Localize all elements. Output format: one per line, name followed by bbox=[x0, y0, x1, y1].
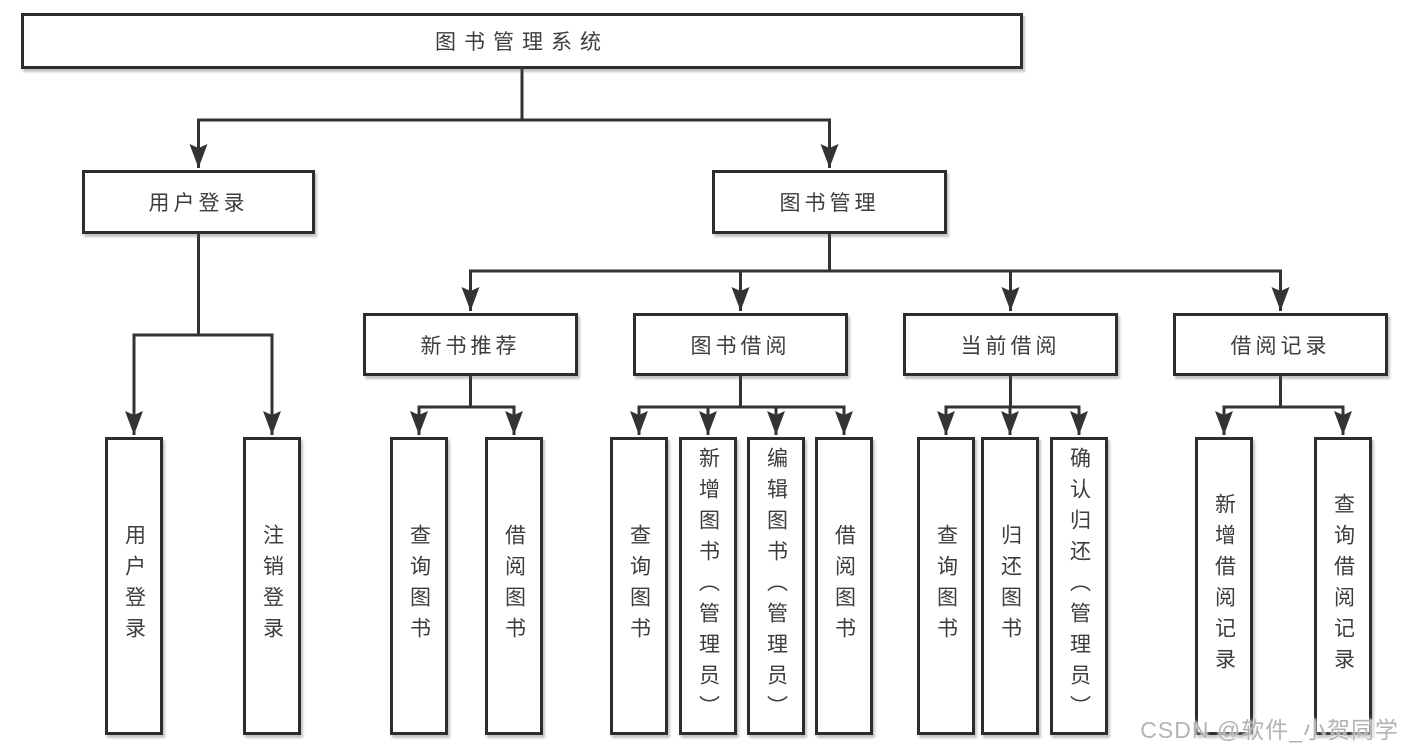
leaf-label: 借阅图书 bbox=[502, 524, 526, 648]
node-user-login: 用户登录 bbox=[82, 170, 315, 234]
node-label: 借阅记录 bbox=[1230, 334, 1331, 358]
leaf-query-borrow-record: 查询借阅记录 bbox=[1314, 437, 1372, 735]
leaf-label: 查询借阅记录 bbox=[1331, 493, 1355, 679]
node-book-management: 图书管理 bbox=[712, 170, 947, 234]
leaf-label: 查询图书 bbox=[407, 524, 431, 648]
node-label: 新书推荐 bbox=[420, 334, 521, 358]
leaf-return-books: 归还图书 bbox=[981, 437, 1039, 735]
leaf-query-books-current: 查询图书 bbox=[917, 437, 975, 735]
node-current-borrowing: 当前借阅 bbox=[903, 313, 1118, 376]
node-new-book-recommend: 新书推荐 bbox=[363, 313, 578, 376]
leaf-add-borrow-record: 新增借阅记录 bbox=[1195, 437, 1253, 735]
leaf-query-books-recommend: 查询图书 bbox=[390, 437, 448, 735]
node-label: 图书管理系统 bbox=[435, 31, 609, 54]
leaf-label: 编辑图书（管理员） bbox=[764, 446, 788, 726]
leaf-edit-book-admin: 编辑图书（管理员） bbox=[747, 437, 805, 735]
leaf-label: 注销登录 bbox=[260, 524, 284, 648]
node-label: 图书借阅 bbox=[690, 334, 791, 358]
csdn-watermark: CSDN @软件_小贺同学 bbox=[1140, 717, 1399, 743]
node-book-borrowing: 图书借阅 bbox=[633, 313, 848, 376]
leaf-label: 借阅图书 bbox=[832, 524, 856, 648]
leaf-logout: 注销登录 bbox=[243, 437, 301, 735]
leaf-add-book-admin: 新增图书（管理员） bbox=[679, 437, 737, 735]
leaf-label: 确认归还（管理员） bbox=[1067, 446, 1091, 726]
leaf-borrow-books-recommend: 借阅图书 bbox=[485, 437, 543, 735]
leaf-label: 归还图书 bbox=[998, 524, 1022, 648]
leaf-label: 查询图书 bbox=[627, 524, 651, 648]
leaf-label: 用户登录 bbox=[122, 524, 146, 648]
leaf-label: 查询图书 bbox=[934, 524, 958, 648]
node-label: 图书管理 bbox=[779, 192, 880, 215]
node-label: 用户登录 bbox=[148, 192, 249, 215]
leaf-label: 新增图书（管理员） bbox=[696, 446, 720, 726]
leaf-label: 新增借阅记录 bbox=[1212, 493, 1236, 679]
leaf-query-books-borrowing: 查询图书 bbox=[610, 437, 668, 735]
leaf-confirm-return-admin: 确认归还（管理员） bbox=[1050, 437, 1108, 735]
leaf-borrow-books-borrowing: 借阅图书 bbox=[815, 437, 873, 735]
node-label: 当前借阅 bbox=[960, 334, 1061, 358]
node-library-system-root: 图书管理系统 bbox=[21, 13, 1023, 69]
leaf-user-login: 用户登录 bbox=[105, 437, 163, 735]
node-borrow-records: 借阅记录 bbox=[1173, 313, 1388, 376]
